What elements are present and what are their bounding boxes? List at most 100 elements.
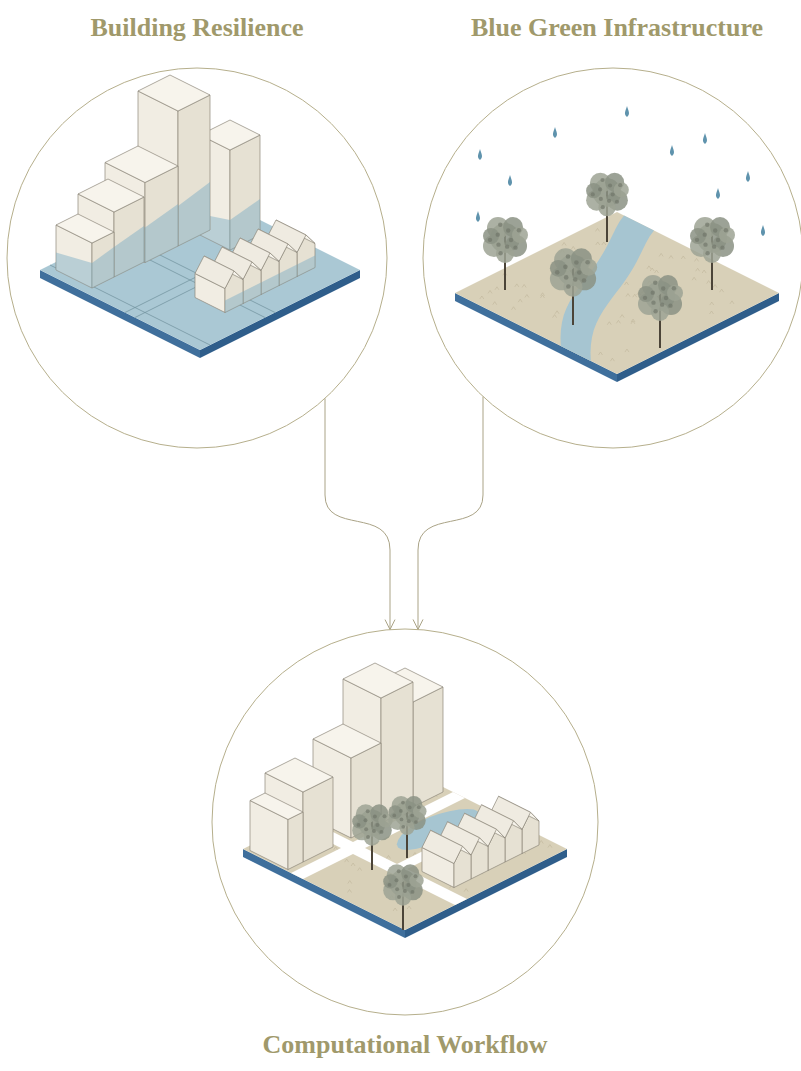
tree-leaves — [600, 178, 604, 182]
tree-leaves — [357, 823, 361, 827]
grass-tuft — [610, 358, 614, 361]
grass-tuft — [595, 228, 599, 231]
tree-leaves — [399, 809, 403, 813]
grass-tuft — [730, 301, 734, 304]
grass-tuft — [345, 859, 349, 862]
flood-overlay — [56, 253, 92, 289]
tree-leaves — [611, 192, 615, 196]
tree-leaves — [505, 244, 509, 248]
tree-leaves — [585, 260, 590, 265]
tree-leaves — [607, 199, 611, 203]
tree-canopy — [564, 278, 583, 297]
tree-leaves — [414, 874, 418, 878]
circle-node: Computational Workflow — [212, 629, 598, 1061]
tree-leaves — [379, 830, 383, 834]
tree-leaves — [366, 809, 370, 813]
tree-leaves — [582, 278, 587, 283]
tree-leaves — [724, 228, 728, 232]
circle-outline — [211, 628, 599, 1016]
tree-leaves — [517, 228, 521, 232]
tree-canopy — [690, 228, 706, 244]
flood-overlay — [145, 204, 178, 263]
building-roof — [78, 179, 144, 212]
tree-canopy — [399, 820, 414, 835]
tree-leaves — [695, 238, 699, 242]
tree-leaves — [653, 281, 657, 285]
tree-leaves — [498, 251, 502, 255]
tree-leaves — [643, 296, 647, 300]
tree-leaves — [375, 823, 379, 827]
grass-tuft — [607, 322, 611, 325]
tree-leaves — [703, 242, 707, 246]
building-face — [351, 743, 381, 838]
tree-canopy — [395, 890, 411, 906]
grass-tuft — [358, 868, 362, 871]
grass-tuft — [720, 289, 724, 292]
building-roof — [343, 663, 413, 698]
tree-leaves — [712, 244, 716, 248]
grass-tuft — [692, 277, 696, 280]
grass-tuft — [493, 302, 497, 305]
tree-leaves — [397, 895, 401, 899]
tree-leaves — [608, 183, 612, 187]
grass-tuft — [669, 256, 673, 259]
grass-tuft — [631, 319, 635, 322]
tree-leaves — [392, 814, 396, 818]
grass-tuft — [681, 256, 685, 259]
tree-leaves — [703, 232, 707, 236]
arrowhead — [413, 619, 423, 629]
raindrop — [553, 127, 557, 138]
tree-leaves — [373, 814, 377, 818]
tree-leaves — [397, 869, 401, 873]
tree-leaves — [395, 878, 399, 882]
connector-line — [325, 398, 390, 629]
tree-canopy — [512, 227, 528, 243]
grass-tuft — [696, 268, 700, 271]
grass-tuft — [553, 315, 557, 318]
grass-tuft — [655, 270, 659, 273]
tree-leaves — [401, 825, 405, 829]
tree-canopy — [364, 830, 380, 846]
grass-tuft — [659, 253, 663, 256]
tree-leaves — [598, 187, 602, 191]
tree-leaves — [651, 290, 655, 294]
tree-leaves — [414, 820, 418, 824]
building-roof — [250, 793, 303, 820]
grass-tuft — [650, 268, 654, 271]
grass-tuft — [647, 266, 651, 269]
tree-leaves — [372, 829, 376, 833]
tree-leaves — [496, 242, 500, 246]
house-roof — [422, 830, 463, 863]
building-roof — [105, 146, 178, 183]
building-face — [288, 812, 303, 870]
grass-tuft — [702, 270, 706, 273]
tree-canopy — [598, 199, 615, 216]
tree-leaves — [417, 805, 421, 809]
raindrop — [761, 225, 765, 236]
tree-canopy — [614, 182, 629, 197]
circle-border — [212, 629, 598, 1015]
tree-leaves — [591, 192, 595, 196]
grass-tuft — [625, 282, 629, 285]
flood-overlay — [225, 292, 243, 313]
tree-canopy — [651, 303, 669, 321]
grass-tuft — [625, 349, 629, 352]
grass-tuft — [393, 908, 397, 911]
tree-leaves — [716, 238, 720, 242]
tree-leaves — [404, 874, 408, 878]
tree-leaves — [498, 223, 502, 227]
grass-tuft — [522, 284, 526, 287]
grass-tuft — [488, 290, 492, 293]
grass-tuft — [602, 242, 606, 245]
tree-leaves — [383, 814, 387, 818]
tree-leaves — [407, 819, 411, 823]
grass-tuft — [495, 287, 499, 290]
grass-tuft — [480, 296, 484, 299]
flood-overlay — [297, 256, 315, 277]
grass-tuft — [387, 856, 391, 859]
building-roof — [313, 724, 381, 758]
flood-overlay — [243, 283, 261, 304]
tree-leaves — [653, 309, 657, 313]
grass-tuft — [539, 841, 543, 844]
